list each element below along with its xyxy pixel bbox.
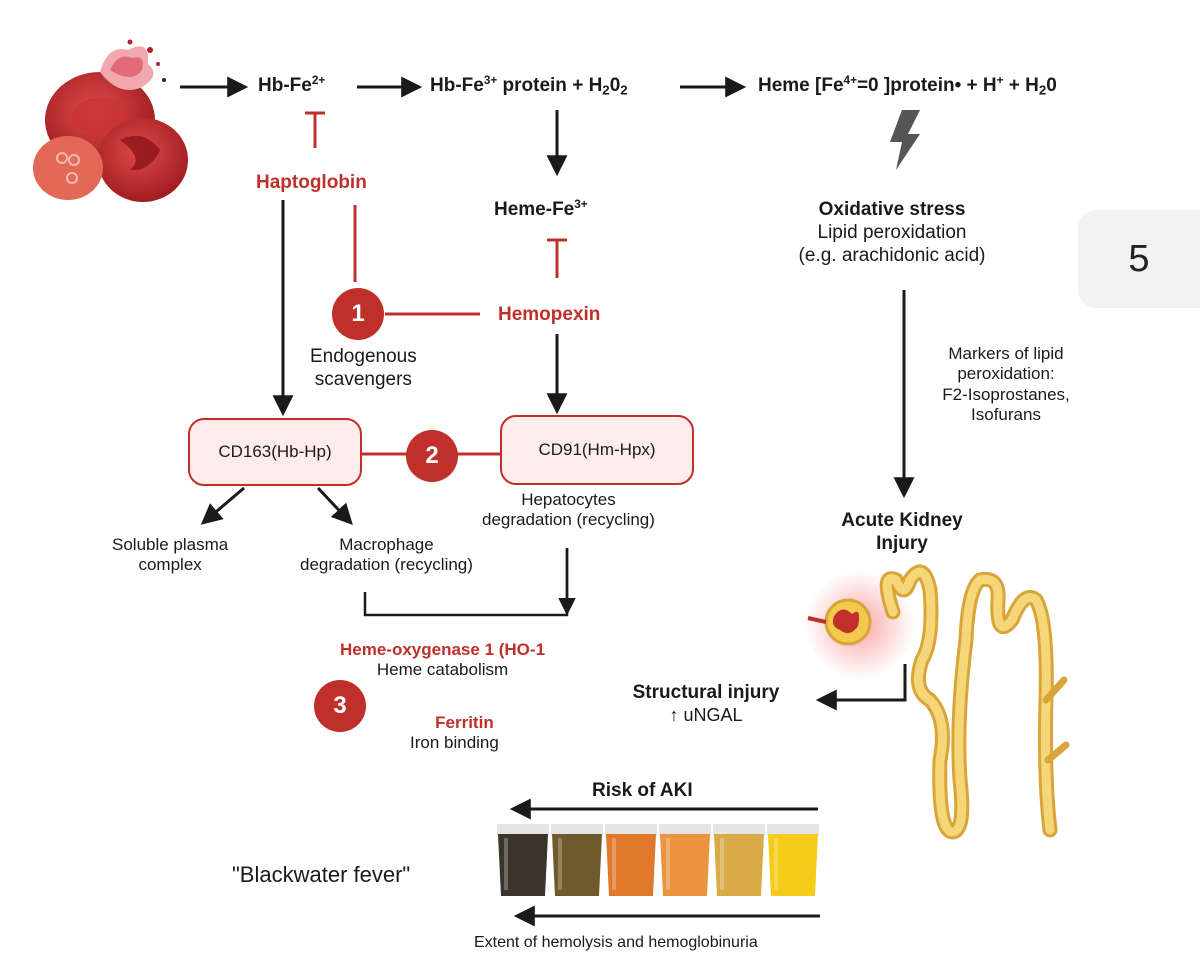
badge-1: 1 [332, 288, 384, 340]
cd163-label: CD163(Hb-Hp) [218, 442, 332, 461]
blackwater-fever-label: "Blackwater fever" [232, 862, 411, 887]
endogenous-scavengers-label: Endogenous scavengers [310, 346, 417, 390]
urine-cup [551, 824, 603, 896]
extent-label: Extent of hemolysis and hemoglobinuria [474, 934, 758, 951]
oxidative-stress-title: Oxidative stress [818, 199, 966, 220]
arachidonic-line: (e.g. arachidonic acid) [798, 244, 986, 266]
hb-fe2-label: Hb-Fe2+ [258, 73, 326, 96]
cd163-box: CD163(Hb-Hp) [188, 418, 362, 486]
heme-fe3-label: Heme-Fe3+ [494, 197, 588, 220]
urine-cup [713, 824, 765, 896]
lipid-peroxidation-line: Lipid peroxidation [817, 221, 967, 243]
lightning-icon [890, 110, 920, 170]
page-number: 5 [1128, 237, 1150, 280]
ho1-block: Heme-oxygenase 1 (HO-1 Heme catabolism [340, 640, 545, 681]
urine-cup [659, 824, 711, 896]
badge-2: 2 [406, 430, 458, 482]
aki-label: Acute Kidney Injury [841, 510, 963, 554]
soluble-complex-label: Soluble plasma complex [112, 535, 229, 575]
oxidative-stress-block: Oxidative stress Lipid peroxidation (e.g… [799, 199, 986, 267]
ferritin-desc: Iron binding [410, 733, 499, 753]
macrophage-label: Macrophage degradation (recycling) [300, 535, 473, 575]
ho1-label: Heme-oxygenase 1 (HO-1 [340, 640, 546, 659]
badge-3: 3 [314, 680, 366, 732]
urine-sample-cups [497, 824, 819, 896]
cd91-label: CD91(Hm-Hpx) [538, 440, 656, 459]
markers-block: Markers of lipid peroxidation: F2-Isopro… [942, 344, 1070, 425]
ho1-desc: Heme catabolism [376, 660, 509, 680]
ferritin-label: Ferritin [435, 713, 494, 732]
ungal-label: ↑ uNGAL [669, 704, 743, 725]
structural-injury-block: Structural injury ↑ uNGAL [633, 682, 780, 726]
urine-cup [497, 824, 549, 896]
hb-fe3-label: Hb-Fe3+ protein + H202 [430, 73, 628, 98]
risk-aki-label: Risk of AKI [592, 780, 693, 801]
hemopexin-label: Hemopexin [498, 304, 601, 325]
urine-cup [605, 824, 657, 896]
page-number-card: 5 [1078, 210, 1200, 308]
nephron-icon [805, 564, 1070, 840]
hepatocytes-label: Hepatocytes degradation (recycling) [482, 490, 655, 530]
red-blood-cells-icon [33, 39, 188, 202]
ferritin-block: Ferritin Iron binding [410, 713, 499, 754]
cd91-box: CD91(Hm-Hpx) [500, 415, 694, 485]
structural-injury-label: Structural injury [632, 682, 780, 703]
urine-cup [767, 824, 819, 896]
heme-fe4-label: Heme [Fe4+=0 ]protein• + H+ + H20 [758, 73, 1057, 98]
haptoglobin-label: Haptoglobin [256, 172, 367, 193]
